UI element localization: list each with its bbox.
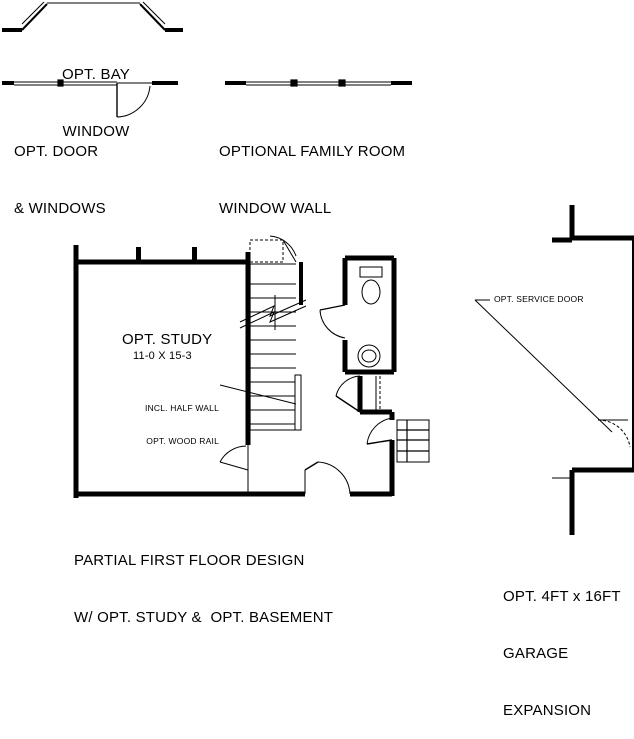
garage-expansion-caption: OPT. 4FT x 16FT GARAGE EXPANSION — [503, 549, 621, 739]
garage-caption-line2: GARAGE — [503, 645, 569, 662]
floor-design-caption: PARTIAL FIRST FLOOR DESIGN W/ OPT. STUDY… — [74, 513, 333, 646]
door-windows-label-line2: & WINDOWS — [14, 200, 106, 217]
floor-design-caption-line2: W/ OPT. STUDY & OPT. BASEMENT — [74, 609, 334, 626]
service-door-note: OPT. SERVICE DOOR — [494, 294, 584, 304]
bay-window-symbol — [2, 1, 183, 32]
study-title: OPT. STUDY — [122, 331, 213, 348]
bay-window-label-line2: WINDOW — [62, 123, 130, 140]
family-room-window-wall-label: OPTIONAL FAMILY ROOM WINDOW WALL — [219, 104, 405, 237]
door-windows-label-line1: OPT. DOOR — [14, 143, 99, 160]
garage-expansion-plan — [474, 205, 634, 535]
garage-caption-line1: OPT. 4FT x 16FT — [503, 588, 621, 605]
half-wall-note-line2: OPT. WOOD RAIL — [146, 436, 219, 446]
bay-window-label: OPT. BAY WINDOW — [60, 27, 132, 160]
garage-caption-line3: EXPANSION — [503, 702, 592, 719]
floor-design-caption-line1: PARTIAL FIRST FLOOR DESIGN — [74, 552, 305, 569]
half-wall-note: INCL. HALF WALL OPT. WOOD RAIL — [133, 381, 219, 458]
partial-first-floor-plan — [73, 235, 430, 498]
family-room-window-wall-symbol — [225, 79, 412, 87]
bay-window-label-line1: OPT. BAY — [61, 66, 130, 83]
floor-plan-drawing — [2, 1, 634, 535]
study-dimensions: 11-0 X 15-3 — [133, 350, 192, 362]
door-windows-symbol — [2, 79, 178, 118]
family-room-label-line2: WINDOW WALL — [219, 200, 332, 217]
door-windows-label: OPT. DOOR & WINDOWS — [14, 104, 106, 237]
family-room-label-line1: OPTIONAL FAMILY ROOM — [219, 143, 406, 160]
half-wall-note-line1: INCL. HALF WALL — [144, 403, 219, 413]
